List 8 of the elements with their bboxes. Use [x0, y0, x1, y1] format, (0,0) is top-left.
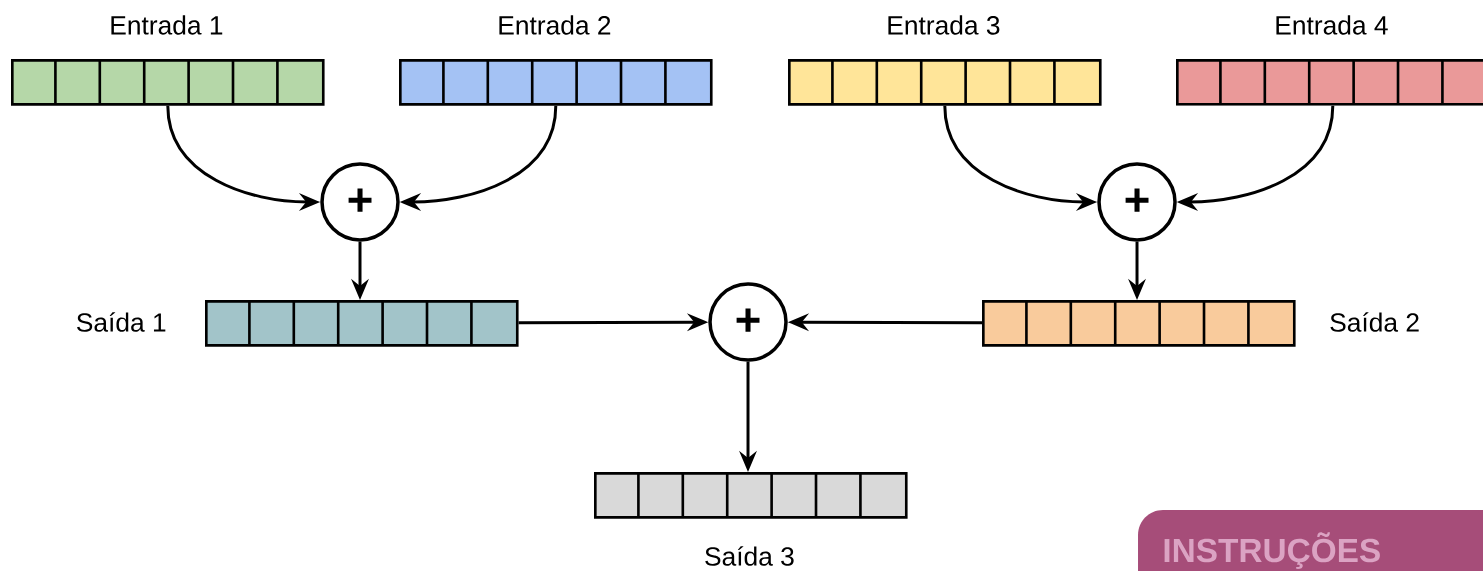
array-label: Saída 3 [705, 546, 794, 566]
array-label: Saída 2 [1330, 312, 1419, 332]
array-label: Entrada 2 [499, 15, 611, 35]
array-label: Entrada 4 [1276, 15, 1388, 35]
instructions-tab: INSTRUÇÕES [1138, 510, 1483, 571]
array-label: Entrada 3 [888, 15, 1000, 35]
array-label: Saída 1 [77, 312, 166, 332]
array-label: Entrada 1 [111, 15, 223, 35]
